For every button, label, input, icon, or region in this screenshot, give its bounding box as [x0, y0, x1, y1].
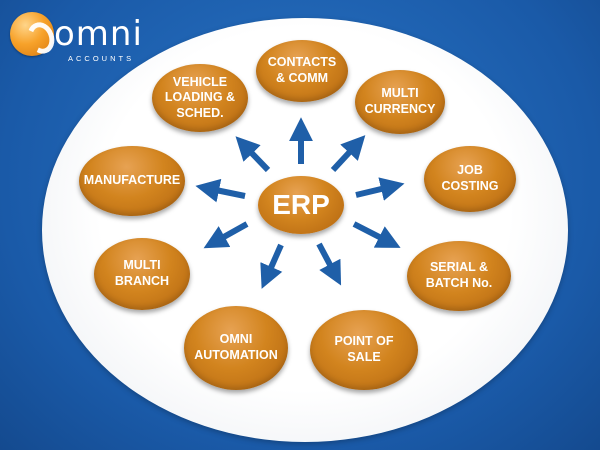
node-label-line: OMNI [219, 332, 253, 347]
node-label-line: MULTI [123, 258, 161, 273]
node-label-line: JOB [457, 163, 483, 178]
node-omni-automation: OMNI AUTOMATION [184, 306, 288, 390]
node-multi-branch: MULTI BRANCH [94, 238, 190, 310]
node-label-line: BATCH No. [425, 276, 493, 290]
node-label-line: VEHICLE [172, 74, 228, 89]
node-label-line: AUTOMATION [194, 348, 278, 362]
erp-center-node: ERP [258, 176, 344, 234]
arrow-manufacture [195, 178, 246, 203]
node-label-line: BRANCH [114, 274, 170, 288]
node-serial-batch: SERIAL & BATCH No. [407, 241, 511, 311]
node-label-line: POINT OF SALE [334, 334, 394, 364]
node-multi-currency: MULTI CURRENCY [355, 70, 445, 134]
logo-subtitle: ACCOUNTS [68, 54, 135, 63]
node-vehicle-loading: VEHICLE LOADING & SCHED. [152, 64, 248, 132]
node-manufacture: MANUFACTURE [79, 146, 185, 216]
node-label-line: CONTACTS [267, 55, 337, 70]
logo-ball-icon [10, 12, 54, 56]
arrow-branch [203, 221, 249, 249]
omni-logo: omni ACCOUNTS [10, 8, 150, 68]
arrow-pos [316, 242, 342, 286]
node-contacts-comm: CONTACTS & COMM [256, 40, 348, 102]
arrow-job [355, 177, 405, 201]
node-job-costing: JOB COSTING [424, 146, 516, 212]
node-label-line: CURRENCY [364, 102, 436, 116]
node-label-line: MANUFACTURE [83, 173, 181, 188]
node-label-line: MULTI [381, 86, 419, 101]
arrow-serial [352, 221, 401, 248]
node-label-line: LOADING & [164, 90, 236, 105]
logo-word: omni [54, 14, 143, 54]
arrow-automation [260, 243, 284, 289]
node-point-of-sale: POINT OF SALE [310, 310, 418, 390]
arrow-vehicle [235, 136, 271, 173]
arrow-currency [330, 135, 366, 173]
node-label-line: & COMM [275, 71, 329, 85]
node-label-line: SERIAL & [429, 260, 489, 275]
node-label-line: COSTING [441, 179, 499, 193]
node-label-line: SCHED. [176, 105, 224, 120]
